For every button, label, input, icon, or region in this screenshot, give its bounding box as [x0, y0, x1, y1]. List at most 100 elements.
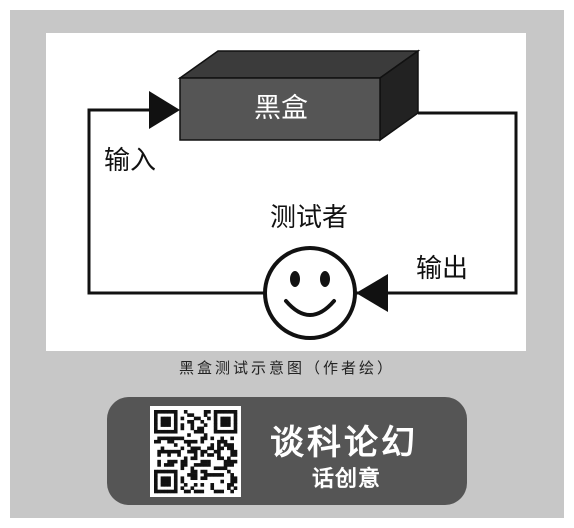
qr-module [227, 423, 231, 427]
qr-module [233, 453, 238, 457]
qr-module [193, 463, 198, 467]
black-box-diagram: 黑盒 输入 测试者 输出 [46, 33, 526, 351]
qr-module [200, 453, 205, 457]
qr-module [230, 479, 234, 484]
qr-module [160, 410, 165, 414]
tester-label: 测试者 [270, 203, 349, 233]
qr-module [177, 453, 181, 457]
qr-module [193, 439, 198, 444]
qr-module [227, 456, 231, 461]
qr-module [193, 429, 198, 434]
qr-module [220, 456, 225, 461]
qr-module [213, 449, 218, 454]
qr-module [163, 410, 168, 414]
qr-module [200, 449, 205, 454]
qr-module [227, 486, 231, 490]
qr-module [160, 416, 165, 421]
qr-module [220, 489, 225, 494]
qr-module [154, 476, 158, 481]
qr-module [163, 489, 168, 494]
qr-module [233, 426, 238, 431]
qr-module [180, 446, 185, 451]
qr-module [200, 476, 205, 481]
qr-module [183, 483, 188, 487]
qr-module [230, 410, 234, 414]
qr-module [180, 486, 185, 490]
qr-module [187, 413, 191, 417]
qr-module [167, 469, 171, 474]
qr-module [170, 459, 175, 464]
qr-module [223, 419, 228, 424]
qr-module [154, 483, 158, 487]
qr-module [207, 410, 211, 414]
qr-module [203, 476, 208, 481]
qr-module [183, 456, 188, 461]
qr-module [213, 419, 218, 424]
qr-module [157, 463, 161, 467]
qr-module [230, 429, 234, 434]
qr-module [163, 419, 168, 424]
qr-module [160, 419, 165, 424]
qr-module [207, 459, 211, 464]
qr-module [203, 449, 208, 454]
qr-module [197, 426, 201, 431]
column-banner: 谈科论幻 话创意 [107, 397, 467, 505]
qr-module [223, 423, 228, 427]
black-box-front [179, 77, 381, 141]
qr-module [154, 473, 158, 477]
qr-module [160, 446, 165, 451]
qr-module [183, 410, 188, 414]
qr-module [190, 469, 195, 474]
qr-code-icon [150, 406, 241, 497]
qr-module [223, 466, 228, 471]
qr-module [203, 469, 208, 474]
qr-module [163, 479, 168, 484]
qr-module [233, 459, 238, 464]
qr-module [187, 473, 191, 477]
qr-module [173, 436, 178, 441]
banner-title: 谈科论幻 [270, 423, 418, 463]
qr-module [210, 443, 215, 447]
qr-module [183, 439, 188, 444]
qr-module [220, 416, 225, 421]
qr-module [163, 463, 168, 467]
qr-module [233, 413, 238, 417]
qr-module [173, 413, 178, 417]
qr-module [190, 466, 195, 471]
qr-module [220, 466, 225, 471]
input-path [87, 108, 264, 295]
qr-module [183, 463, 188, 467]
qr-module [193, 489, 198, 494]
qr-module [213, 473, 218, 477]
qr-module [210, 483, 215, 487]
qr-module [157, 459, 161, 464]
qr-module [220, 419, 225, 424]
qr-module [233, 476, 238, 481]
qr-module [207, 473, 211, 477]
qr-module [183, 459, 188, 464]
qr-module [217, 429, 221, 434]
qr-module [203, 433, 208, 437]
qr-module [190, 413, 195, 417]
qr-module [154, 416, 158, 421]
qr-module [183, 489, 188, 494]
qr-module [173, 443, 178, 447]
qr-module [220, 446, 225, 451]
qr-module [200, 419, 205, 424]
qr-module [170, 429, 175, 434]
qr-module [197, 429, 201, 434]
flow-loop [87, 108, 518, 295]
qr-module [160, 476, 165, 481]
qr-module [167, 459, 171, 464]
input-label: 输入 [104, 146, 157, 176]
qr-module [170, 469, 175, 474]
qr-module [173, 429, 178, 434]
qr-module [187, 449, 191, 454]
qr-module [173, 459, 178, 464]
qr-module [193, 456, 198, 461]
qr-module [173, 476, 178, 481]
qr-module [230, 446, 234, 451]
qr-module [193, 483, 198, 487]
qr-module [193, 469, 198, 474]
qr-module [200, 459, 205, 464]
